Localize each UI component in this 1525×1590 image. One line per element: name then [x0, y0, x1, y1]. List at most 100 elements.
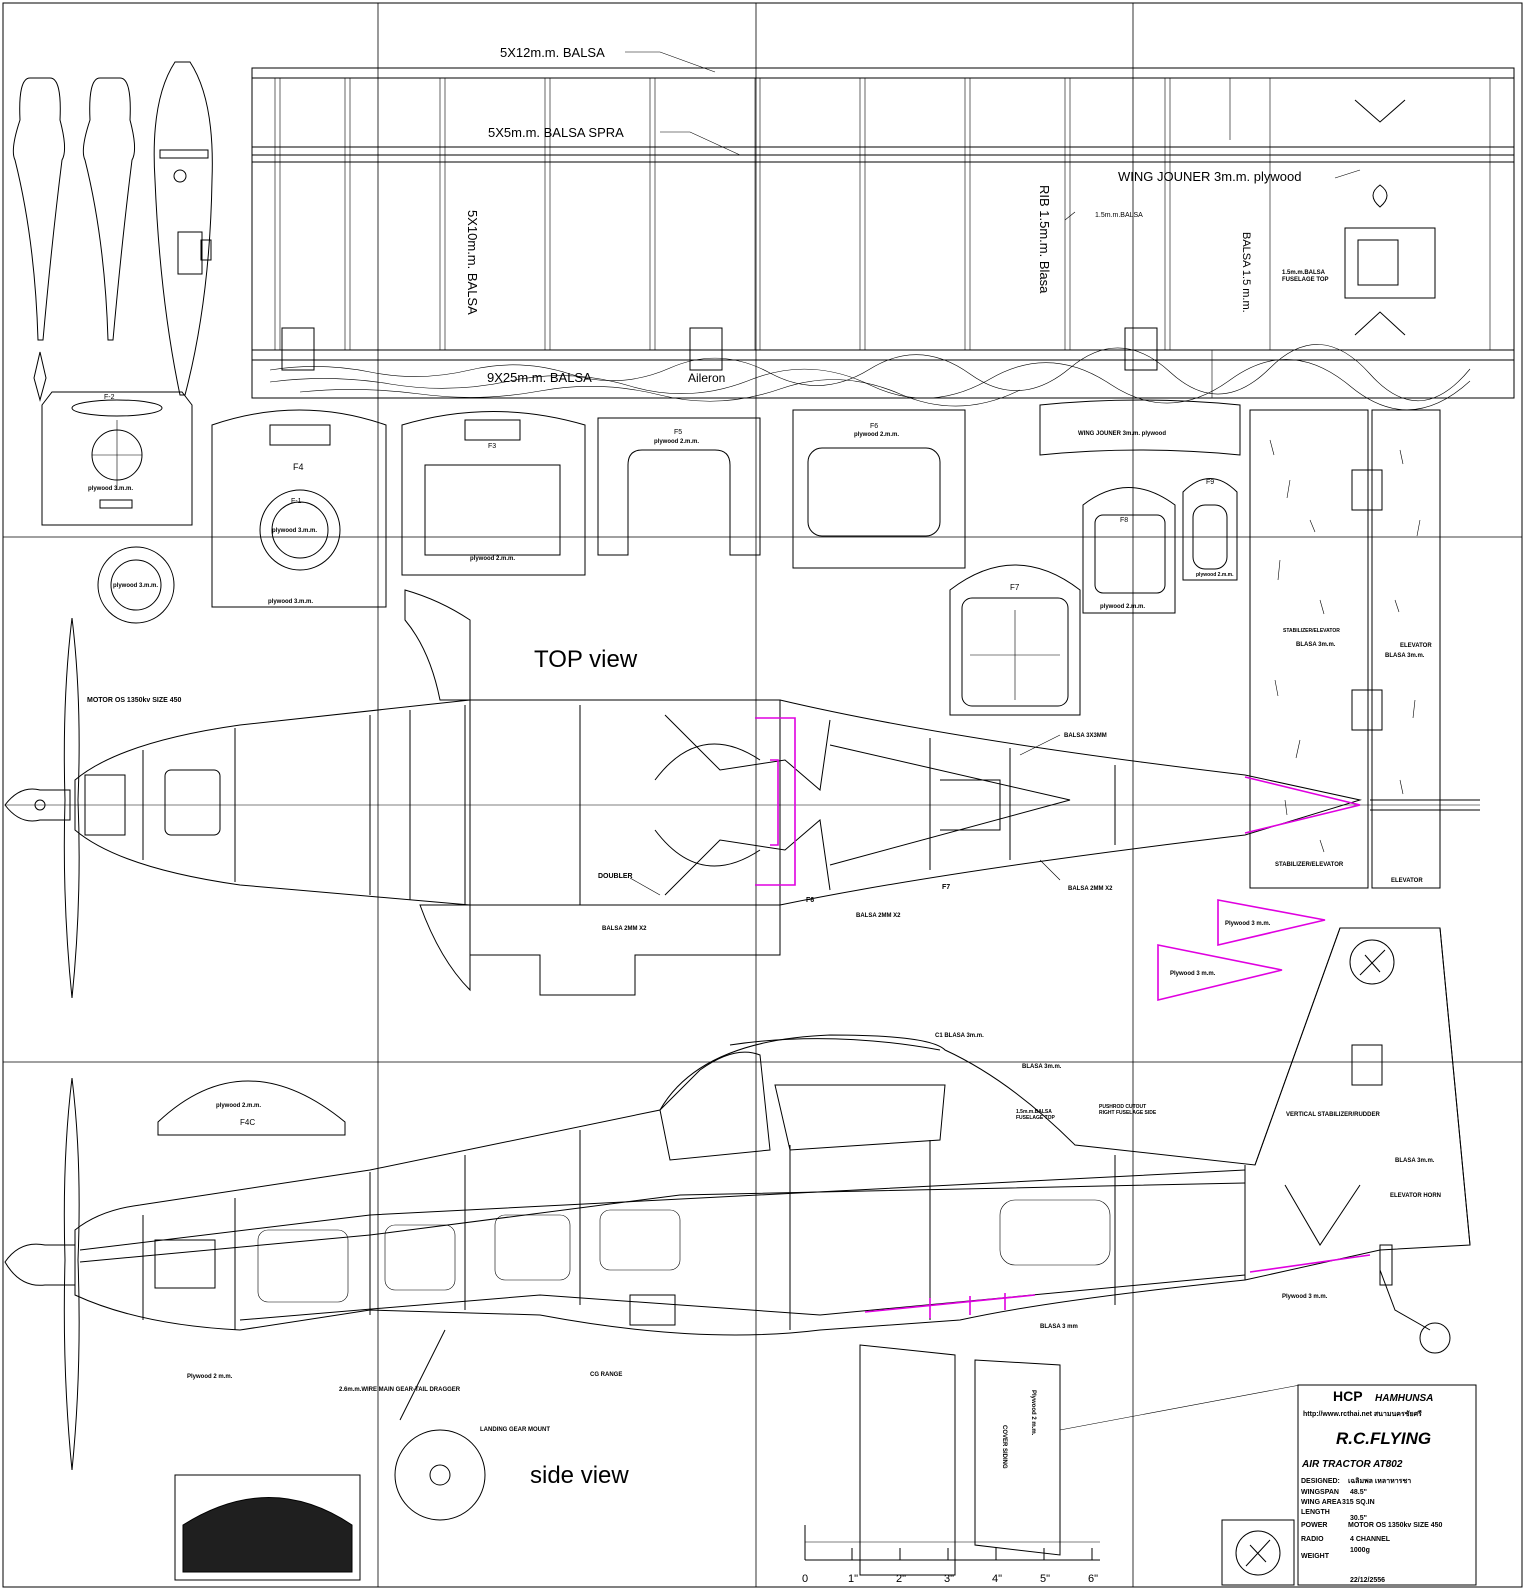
website-label: http://www.rcthai.net สนามนครชัยศรี: [1303, 1410, 1422, 1418]
wing-tip-template-2: [82, 77, 136, 341]
doubler-label: DOUBLER: [598, 873, 633, 880]
wingarea-value: 315 SQ.IN: [1342, 1499, 1375, 1506]
wing-tip-template-1: [12, 77, 66, 341]
main-gear-leg: [399, 1329, 446, 1421]
former-f2: [41, 391, 193, 526]
wingspan-value: 48.5": [1350, 1489, 1367, 1496]
title-logo-box: [1221, 1519, 1295, 1586]
power-value: MOTOR OS 1350kv SIZE 450: [1348, 1522, 1443, 1529]
tail-plywood-label: Plywood 3 m.m.: [1282, 1294, 1328, 1300]
aileron-servo-mount-left: [281, 327, 315, 371]
balsa-3x3-label: BALSA 3X3MM: [1064, 733, 1107, 739]
designed-label: DESIGNED:: [1301, 1478, 1340, 1485]
instrument-panel: [182, 1497, 353, 1573]
spar-top-label: 5X12m.m. BALSA: [500, 45, 605, 60]
radio-label: RADIO: [1301, 1536, 1324, 1543]
top-f7-label: F7: [942, 884, 950, 891]
cover-plywood-label: Plywood 2 m.m.: [1030, 1390, 1036, 1436]
motor-label: MOTOR OS 1350kv SIZE 450: [87, 697, 182, 704]
former-f2-material: plywood 3.m.m.: [88, 486, 133, 492]
former-f1-material: plywood 3.m.m.: [113, 583, 158, 589]
blasa-3-mm-label: BLASA 3 mm: [1040, 1324, 1078, 1330]
length-label: LENGTH: [1301, 1509, 1330, 1516]
former-f1-label: F-1: [291, 498, 302, 505]
tail-doubler-magenta: [1244, 776, 1361, 834]
former-f4: [211, 409, 387, 608]
stabilizer-label-2: STABILIZER/ELEVATOR: [1275, 862, 1344, 868]
wing-plan: 5X12m.m. BALSA 5X5m.m. BALSA SPRA WING J…: [251, 45, 1515, 411]
wing-root-cutout: [469, 905, 781, 996]
landing-gear-mount-label: LANDING GEAR MOUNT: [480, 1427, 550, 1433]
elevator-horn-label: ELEVATOR HORN: [1390, 1193, 1441, 1199]
fuselage-side-outline: [74, 927, 1471, 1336]
side-view-title: side view: [530, 1462, 629, 1489]
blasa-3mm-label: BLASA 3m.m.: [1022, 1064, 1062, 1070]
former-f5-material: plywood 2.m.m.: [654, 439, 699, 445]
cover-siding-part: [859, 1344, 956, 1576]
spar-label: 5X5m.m. BALSA SPRA: [488, 125, 624, 140]
stabilizer-label-1: STABILIZER/ELEVATOR: [1283, 628, 1340, 634]
ruler-tick-2: 2": [896, 1573, 906, 1585]
cover-siding-part-2: [974, 1359, 1061, 1556]
wingspan-label: WINGSPAN: [1301, 1489, 1339, 1496]
leading-edge-label: 5X10m.m. BALSA: [465, 210, 480, 315]
aileron-label: Aileron: [688, 371, 725, 385]
side-view: side view: [4, 927, 1471, 1581]
aileron-servo-mount-right: [1124, 327, 1158, 371]
designed-value: เฉลิมพล เหลาหารชา: [1348, 1477, 1411, 1485]
former-f8: [1082, 487, 1176, 614]
cover-siding-label: COVER SIDING: [1001, 1425, 1007, 1469]
former-f4-inner-material: plywood 3.m.m.: [272, 528, 317, 534]
power-label: POWER: [1301, 1522, 1327, 1529]
former-f3-label: F3: [488, 443, 496, 450]
brand-name: HAMHUNSA: [1375, 1393, 1433, 1404]
elevator-label-2: ELEVATOR: [1391, 878, 1423, 884]
length-value: 30.5": [1350, 1515, 1367, 1522]
plywood-triangle-2: [1157, 944, 1283, 1002]
tail-gear: [1379, 1269, 1431, 1331]
plywood-triangle-1-label: Plywood 3 m.m.: [1225, 921, 1271, 927]
balsa-2mm-label-3: BALSA 2MM X2: [1068, 886, 1113, 892]
rib-label: RIB 1.5m.m. Blasa: [1037, 185, 1052, 294]
aileron-servo-mount-center: [689, 327, 723, 371]
radio-value: 4 CHANNEL: [1350, 1536, 1391, 1543]
former-f2-label: F-2: [104, 394, 115, 401]
balsa-2mm-label-1: BALSA 2MM X2: [602, 926, 647, 932]
product-label: R.C.FLYING: [1336, 1429, 1431, 1448]
ruler-tick-4: 4": [992, 1573, 1002, 1585]
former-f7: [949, 564, 1081, 716]
ruler-tick-0: 0: [802, 1573, 808, 1585]
former-f4-material: plywood 3.m.m.: [268, 599, 313, 605]
elevator-label: ELEVATOR: [1400, 643, 1432, 649]
former-f5: [597, 417, 761, 556]
title-block: HCP HAMHUNSA http://www.rcthai.net สนามน…: [1221, 1384, 1477, 1586]
cg-range-label: CG RANGE: [590, 1372, 622, 1378]
former-f9-label: F9: [1206, 479, 1214, 486]
former-f4c-label: F4C: [240, 1118, 255, 1127]
top-f6-label: F6: [806, 897, 814, 904]
former-f6-label: F6: [870, 423, 878, 430]
former-f4c-material: plywood 2.m.m.: [216, 1103, 261, 1109]
former-f5-label: F5: [674, 429, 682, 436]
plywood-triangle-1: [1217, 899, 1326, 947]
former-f8-label: F8: [1120, 517, 1128, 524]
ruler-tick-6: 6": [1088, 1573, 1098, 1585]
former-f6-material: plywood 2.m.m.: [854, 432, 899, 438]
hcp-logo-tail: [1349, 939, 1395, 985]
main-gear-wire-label: 2.6m.m.WIRE MAIN GEAR-TAIL DRAGGER: [339, 1387, 461, 1393]
main-wheel: [394, 1429, 486, 1521]
motor-top: [84, 774, 126, 836]
ruler-tick-5: 5": [1040, 1573, 1050, 1585]
c1-label: C1 BLASA 3m.m.: [935, 1033, 984, 1039]
wing-joiner-part: [1039, 399, 1241, 456]
stabilizer-material: BLASA 3m.m.: [1296, 642, 1336, 648]
elevator-material: BLASA 3m.m.: [1385, 653, 1425, 659]
trailing-edge-label: 9X25m.m. BALSA: [487, 370, 592, 385]
vertical-stabilizer-material: BLASA 3m.m.: [1395, 1158, 1435, 1164]
weight-value: 1000g: [1350, 1547, 1370, 1554]
former-f4-label: F4: [293, 462, 304, 472]
